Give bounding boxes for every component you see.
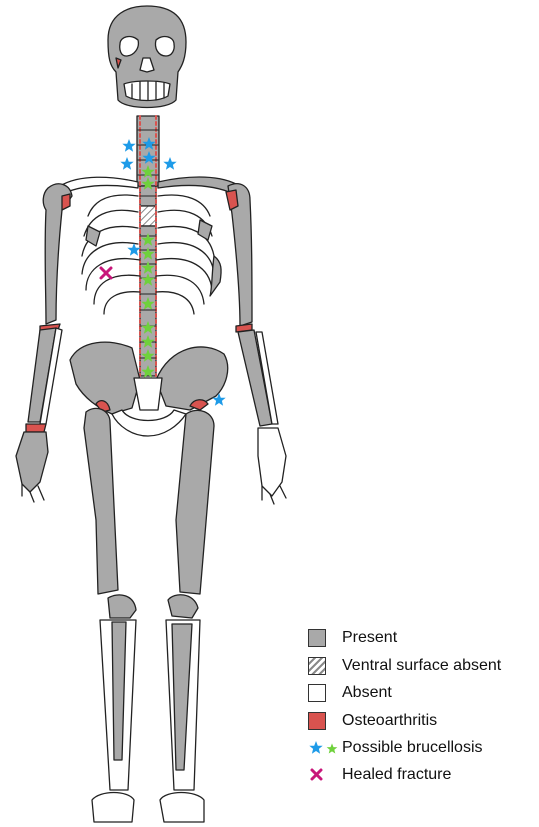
legend-item-present: Present bbox=[308, 627, 397, 649]
osteoarthritis-swatch bbox=[308, 712, 326, 730]
absent-swatch bbox=[308, 684, 326, 702]
skull bbox=[108, 6, 186, 108]
healed-fracture-cross-icon bbox=[308, 766, 342, 784]
ventral-surface-absent-swatch bbox=[308, 657, 326, 675]
right-leg bbox=[160, 410, 214, 822]
legend-label-absent: Absent bbox=[342, 684, 392, 702]
legend-item-absent: Absent bbox=[308, 682, 392, 704]
brucellosis-star-icon bbox=[308, 739, 342, 757]
left-clavicle bbox=[60, 177, 138, 194]
legend-label-osteoarthritis: Osteoarthritis bbox=[342, 712, 437, 730]
legend-item-brucellosis: Possible brucellosis bbox=[308, 737, 483, 759]
legend-label-ventral: Ventral surface absent bbox=[342, 657, 501, 675]
legend-label-present: Present bbox=[342, 629, 397, 647]
present-swatch bbox=[308, 629, 326, 647]
legend-label-brucellosis: Possible brucellosis bbox=[342, 739, 483, 757]
legend-item-osteoarthritis: Osteoarthritis bbox=[308, 710, 437, 732]
legend-item-fracture: Healed fracture bbox=[308, 764, 451, 786]
healed-fracture-mark bbox=[101, 268, 111, 278]
legend-item-ventral: Ventral surface absent bbox=[308, 655, 501, 677]
left-leg bbox=[84, 408, 136, 822]
right-arm bbox=[226, 184, 286, 504]
legend-label-fracture: Healed fracture bbox=[342, 766, 451, 784]
left-arm bbox=[16, 184, 72, 502]
right-clavicle bbox=[158, 177, 236, 194]
